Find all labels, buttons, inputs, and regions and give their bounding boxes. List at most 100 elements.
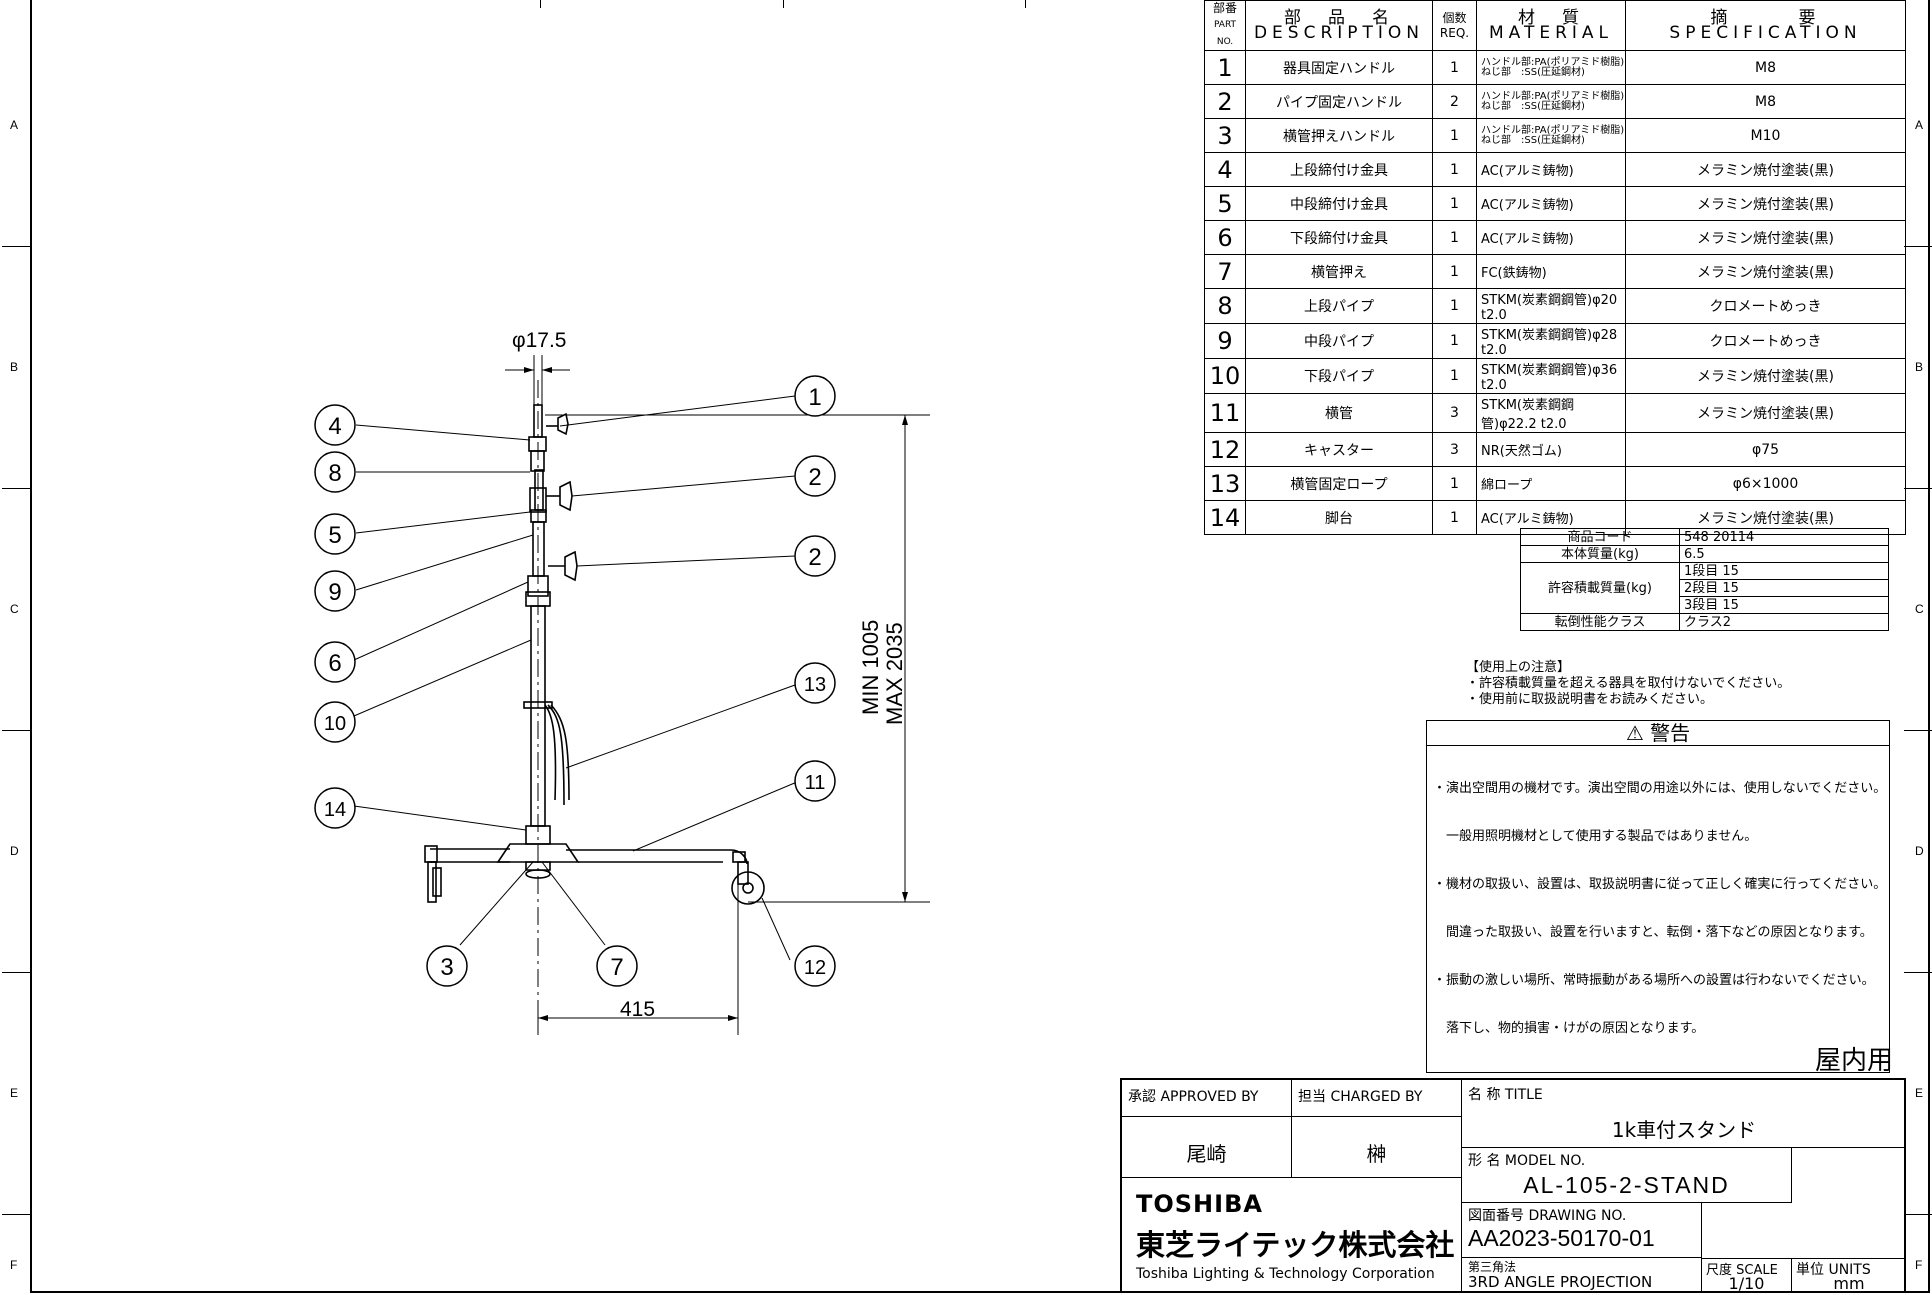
balloon-6 [314, 641, 356, 683]
balloon-12 [794, 945, 836, 987]
dim-height-max: MAX 2035 [882, 622, 907, 725]
part-no: 3 [1204, 118, 1246, 153]
balloon-7 [596, 945, 638, 987]
zone-tick [783, 0, 784, 8]
part-material: 綿ロープ [1476, 466, 1626, 501]
part-qty: 1 [1432, 466, 1477, 501]
part-qty: 2 [1432, 84, 1477, 119]
part-description: 中段パイプ [1245, 323, 1433, 359]
warning-line: 間違った取扱い、設置を行いますと、転倒・落下などの原因となります。 [1433, 925, 1873, 940]
zone-tick [1904, 488, 1932, 489]
projection-value: 3RD ANGLE PROJECTION [1468, 1273, 1653, 1291]
info-load-3: 3段目 15 [1679, 596, 1889, 614]
stand-drawing: 1 2 2 3 4 5 6 7 8 9 10 11 12 13 14 φ17.5… [314, 329, 930, 1035]
balloon-label: 3 [440, 954, 453, 981]
part-qty: 1 [1432, 500, 1477, 535]
units-value: mm [1833, 1274, 1865, 1293]
zone-letter-left-b: B [10, 360, 19, 374]
balloon-label: 2 [808, 544, 821, 571]
part-material: STKM(炭素鋼鋼管)φ36 t2.0 [1476, 358, 1626, 394]
part-qty: 1 [1432, 254, 1477, 289]
warning-header: ⚠ 警告 [1427, 721, 1889, 746]
part-no: 1 [1204, 50, 1246, 85]
units-label: 単位 UNITS [1796, 1262, 1871, 1278]
part-material: STKM(炭素鋼鋼管)φ20 t2.0 [1476, 288, 1626, 324]
part-no: 7 [1204, 254, 1246, 289]
info-tip: クラス2 [1679, 613, 1889, 631]
part-no: 4 [1204, 152, 1246, 187]
charged-cell: 担当 CHARGED BY 榊 [1292, 1080, 1462, 1178]
company-name-ja: 東芝ライテック株式会社 [1136, 1228, 1455, 1262]
info-code-label: 商品コード [1520, 528, 1680, 546]
zone-letter-right-c: C [1915, 602, 1924, 616]
warning-box: ⚠ 警告 ・演出空間用の機材です。演出空間の用途以外には、使用しないでください。… [1426, 720, 1890, 1073]
model-number: AL-105-2-STAND [1523, 1172, 1730, 1198]
part-material: AC(アルミ鋳物) [1476, 152, 1626, 187]
zone-tick [1904, 972, 1932, 973]
balloon-label: 1 [808, 384, 821, 411]
balloon-8 [314, 451, 356, 493]
part-spec: φ75 [1625, 432, 1906, 467]
part-description: 上段締付け金具 [1245, 152, 1433, 187]
info-code: 548 20114 [1679, 528, 1889, 546]
indoor-use-label: 屋内用 [1815, 1046, 1894, 1076]
units-cell: 単位 UNITS mm [1792, 1258, 1906, 1293]
part-no: 13 [1204, 466, 1246, 501]
balloon-2-upper [794, 455, 836, 497]
part-material: AC(アルミ鋳物) [1476, 220, 1626, 255]
balloon-label: 8 [328, 460, 341, 487]
warning-line: ・振動の激しい場所、常時振動がある場所への設置は行わないでください。 [1433, 973, 1875, 988]
balloon-label: 14 [324, 799, 346, 821]
zone-letter-right-f: F [1915, 1258, 1923, 1272]
part-no: 11 [1204, 393, 1246, 433]
part-description: 中段締付け金具 [1245, 186, 1433, 221]
drawing-number: AA2023-50170-01 [1468, 1225, 1655, 1251]
part-no: 8 [1204, 288, 1246, 324]
zone-letter-left-a: A [10, 118, 19, 132]
balloon-label: 2 [808, 464, 821, 491]
scale-value: 1/10 [1728, 1274, 1765, 1293]
note-line: ・許容積載質量を超える器具を取付けないでください。 [1466, 676, 1791, 691]
part-qty: 1 [1432, 186, 1477, 221]
note-line: ・使用前に取扱説明書をお読みください。 [1466, 692, 1714, 707]
part-spec: メラミン焼付塗装(黒) [1625, 358, 1906, 394]
approved-cell: 承認 APPROVED BY 尾崎 [1122, 1080, 1292, 1178]
balloon-label: 10 [324, 713, 346, 735]
model-label: 形 名 MODEL NO. [1468, 1153, 1586, 1169]
part-material: STKM(炭素鋼鋼管)φ22.2 t2.0 [1476, 393, 1626, 433]
part-no: 2 [1204, 84, 1246, 119]
warning-title: 警告 [1650, 721, 1691, 745]
part-qty: 1 [1432, 288, 1477, 324]
part-qty: 1 [1432, 358, 1477, 394]
part-material: NR(天然ゴム) [1476, 432, 1626, 467]
info-load-2: 2段目 15 [1679, 579, 1889, 597]
balloon-10 [314, 701, 356, 743]
approved-name: 尾崎 [1186, 1142, 1227, 1166]
warning-triangle-icon: ⚠ [1625, 721, 1651, 745]
balloon-1 [794, 375, 836, 417]
part-qty: 3 [1432, 393, 1477, 433]
balloon-label: 5 [328, 522, 341, 549]
part-description: 横管押え [1245, 254, 1433, 289]
zone-tick [2, 972, 30, 973]
balloon-label: 12 [804, 957, 826, 979]
zone-tick [1025, 0, 1026, 8]
part-description: 下段パイプ [1245, 358, 1433, 394]
drawing-frame [30, 0, 1930, 1293]
part-spec: クロメートめっき [1625, 288, 1906, 324]
part-description: 脚台 [1245, 500, 1433, 535]
dim-diameter: φ17.5 [512, 329, 567, 352]
company-name-en: Toshiba Lighting & Technology Corporatio… [1136, 1266, 1435, 1282]
